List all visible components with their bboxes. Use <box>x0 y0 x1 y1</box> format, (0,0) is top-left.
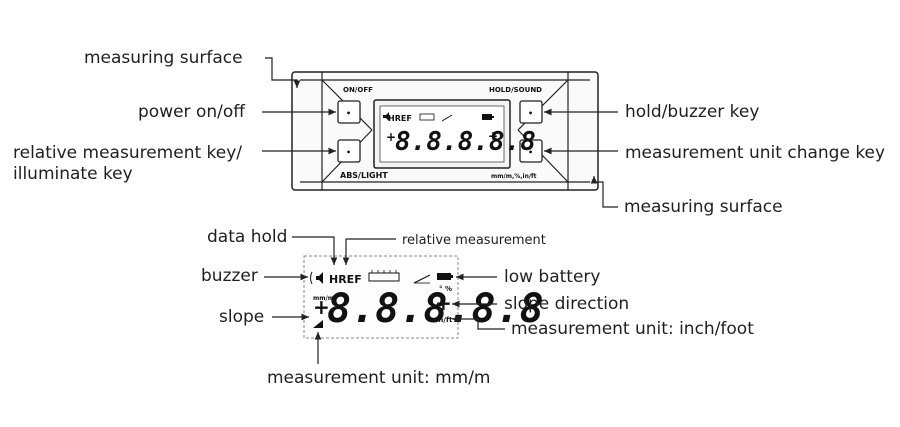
svg-text:•: • <box>528 148 533 157</box>
svg-text:•: • <box>528 109 533 118</box>
href-indicator: HREF <box>329 273 362 286</box>
hold-sound-label: HOLD/SOUND <box>489 86 542 94</box>
svg-text:illuminate key: illuminate key <box>13 164 133 184</box>
svg-text:measurement unit: inch/foot: measurement unit: inch/foot <box>511 319 754 339</box>
svg-text:slope direction: slope direction <box>504 294 629 314</box>
lcd-detail: HREF mm/m + 8.8.8.8.8 ° % + in/ft <box>303 255 544 339</box>
slope-plus-sign: + <box>313 295 330 319</box>
svg-text:relative measurement key/: relative measurement key/ <box>13 143 242 163</box>
callout-relative-measurement: relative measurement <box>342 233 546 265</box>
plus-sign-left-small: + <box>386 130 396 144</box>
callout-hold-buzzer: hold/buzzer key <box>544 102 759 122</box>
plus-sign-right-small: + <box>488 129 498 143</box>
callout-low-battery: low battery <box>456 267 600 287</box>
callout-measuring-surface-top: measuring surface <box>84 48 301 88</box>
svg-text:data hold: data hold <box>207 227 287 247</box>
lcd-href-small: HREF <box>388 114 412 123</box>
svg-text:•: • <box>346 148 351 157</box>
lcd-digits-large: 8.8.8.8.8 <box>327 286 544 332</box>
svg-text:measuring surface: measuring surface <box>624 197 783 217</box>
bubble-scale-icon <box>368 270 400 282</box>
power-button[interactable]: • <box>337 100 361 124</box>
relative-light-button[interactable]: • <box>337 139 361 163</box>
units-label: mm/m,%,in/ft <box>491 173 537 180</box>
lcd-digits-small: 8.8.8.8.8 <box>395 127 536 157</box>
svg-text:measurement unit: mm/m: measurement unit: mm/m <box>267 368 490 388</box>
callout-slope-direction: slope direction <box>452 294 629 314</box>
battery-icon <box>482 114 494 120</box>
callout-buzzer: buzzer <box>201 266 308 286</box>
buzzer-icon <box>310 271 323 285</box>
slope-direction-plus: + <box>435 291 452 315</box>
callout-slope: slope <box>219 307 309 327</box>
svg-text:power on/off: power on/off <box>138 102 246 122</box>
low-battery-icon <box>437 273 453 280</box>
callout-unit-mm-m: measurement unit: mm/m <box>267 332 490 388</box>
svg-text:buzzer: buzzer <box>201 266 258 286</box>
level-device: ON/OFF HOLD/SOUND ABS/LIGHT mm/m,%,in/ft… <box>291 71 599 191</box>
device-lcd: HREF 8.8.8.8.8 + + <box>373 99 536 169</box>
svg-text:relative measurement: relative measurement <box>402 233 546 248</box>
mm-m-small-label: mm/m <box>313 295 334 302</box>
slope-indicator-icon <box>441 114 453 122</box>
slope-graphic-icon <box>413 274 431 284</box>
hold-sound-button[interactable]: • <box>519 100 543 124</box>
callout-measuring-surface-bottom: measuring surface <box>590 176 783 217</box>
callout-power: power on/off <box>138 102 336 122</box>
svg-text:hold/buzzer key: hold/buzzer key <box>625 102 759 122</box>
slope-triangle-icon <box>313 320 323 328</box>
bubble-icon <box>419 113 435 121</box>
svg-text:measuring surface: measuring surface <box>84 48 243 68</box>
callout-relative-key: relative measurement key/ illuminate key <box>13 143 336 184</box>
callout-data-hold: data hold <box>207 227 338 265</box>
speaker-icon <box>383 112 389 121</box>
svg-text:•: • <box>346 109 351 118</box>
on-off-label: ON/OFF <box>343 86 373 94</box>
abs-light-label: ABS/LIGHT <box>340 171 388 180</box>
callout-unit-inch-foot: measurement unit: inch/foot <box>452 315 754 339</box>
inch-foot-label: in/ft <box>436 316 453 324</box>
svg-text:measurement unit change key: measurement unit change key <box>625 143 885 163</box>
svg-text:slope: slope <box>219 307 264 327</box>
callout-unit-change: measurement unit change key <box>544 143 885 163</box>
percent-mark: % <box>445 285 452 293</box>
unit-change-button[interactable]: • <box>519 139 543 163</box>
degree-mark: ° <box>439 285 443 293</box>
svg-text:low battery: low battery <box>504 267 600 287</box>
